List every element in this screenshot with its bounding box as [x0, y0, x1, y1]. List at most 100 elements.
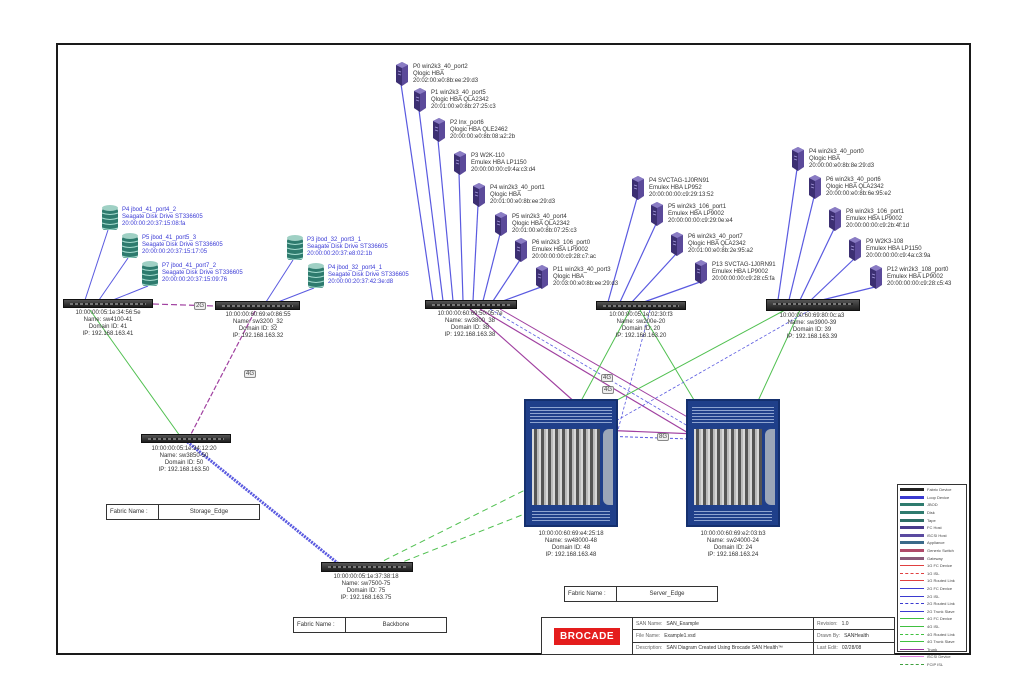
device-label-model: Emulex HBA LP9002 — [846, 216, 903, 222]
legend-swatch — [900, 641, 924, 643]
legend-item: iSCSI Host — [900, 532, 964, 540]
device-label-wwn: 20:00:00:00:c9:29:0e:e4 — [668, 218, 733, 224]
device-label-wwn: 20:00:00:e0:8b:8e:29:d3 — [809, 163, 875, 169]
legend-swatch — [900, 625, 924, 627]
legend-label: 2G Trunk Slave — [927, 608, 955, 614]
legend-item: Loop Device — [900, 494, 964, 502]
san-name-value: SAN_Example — [666, 620, 699, 627]
device-label-port: P6 win2k3_40_port7 — [688, 234, 743, 240]
server-host-icon[interactable] — [846, 237, 862, 261]
legend-swatch — [900, 656, 924, 658]
revision-value: 1.0 — [841, 620, 849, 627]
title-block: BROCADE SAN Name:SAN_Example File Name:E… — [541, 617, 895, 655]
legend-item: iSCSI Device — [900, 653, 964, 661]
device-label-port: P6 win2k3_40_port6 — [826, 177, 881, 183]
legend-label: iSCSI Device — [927, 654, 951, 660]
server-host-icon[interactable] — [629, 176, 645, 200]
server-host-icon[interactable] — [867, 265, 883, 289]
server-host-icon[interactable] — [492, 212, 508, 236]
director-blades — [532, 429, 600, 505]
device-label-wwn: 20:00:00:00:c9:2b:4f:1d — [846, 223, 910, 229]
legend-item: 4G Trunk Slave — [900, 638, 964, 646]
server-host-icon[interactable] — [668, 232, 684, 256]
server-host-icon[interactable] — [430, 118, 446, 142]
server-host-icon[interactable] — [470, 183, 486, 207]
server-host-icon[interactable] — [393, 62, 409, 86]
server-host-icon[interactable] — [451, 151, 467, 175]
switch-sw3900[interactable] — [766, 299, 860, 311]
server-host-icon[interactable] — [789, 147, 805, 171]
revision-key: Revision: — [817, 620, 838, 627]
device-label-model: Emulex HBA LP9002 — [668, 211, 725, 217]
legend-item: 2G Routed Link — [900, 600, 964, 608]
device-label-port: P4 win2k3_40_port1 — [490, 185, 545, 191]
legend-swatch — [900, 603, 924, 605]
legend-label: 4G ISL — [927, 623, 940, 629]
server-host-icon[interactable] — [648, 202, 664, 226]
legend-swatch — [900, 533, 924, 537]
director-sw48000[interactable] — [524, 399, 618, 527]
device-label-model: Qlogic HBA — [809, 156, 841, 162]
device-label-port: P5 win2k3_40_port4 — [512, 214, 567, 220]
director-blades — [694, 429, 762, 505]
link-speed-label: 8G — [657, 433, 670, 441]
server-host-icon[interactable] — [692, 260, 708, 284]
server-host-icon[interactable] — [826, 207, 842, 231]
disk-storage-icon[interactable] — [306, 262, 326, 290]
legend-label: Trunk — [927, 646, 938, 652]
server-host-icon[interactable] — [512, 238, 528, 262]
legend-swatch — [900, 503, 924, 507]
switch-sw200e[interactable] — [596, 301, 686, 310]
legend-label: 1G FC Device — [927, 563, 953, 569]
legend-item: JBOD — [900, 501, 964, 509]
switch-sw7500[interactable] — [321, 562, 413, 572]
legend-swatch — [900, 572, 924, 574]
server-host-icon[interactable] — [411, 88, 427, 112]
legend-swatch — [900, 556, 924, 560]
device-label-model: Qlogic HBA QLA2342 — [688, 241, 746, 247]
last-edit-key: Last Edit: — [817, 645, 838, 652]
director-sw24000[interactable] — [686, 399, 780, 527]
device-label-model: Emulex HBA LP9002 — [712, 269, 769, 275]
device-label-wwn: 20:03:00:e0:8b:ee:29:d3 — [553, 281, 619, 287]
link-speed-label: 4G — [601, 374, 614, 382]
switch-sw3200[interactable] — [215, 301, 300, 310]
device-label-wwn: 20:00:00:20:37:15:08:fa — [122, 221, 186, 227]
device-label-wwn: 20:00:00:00:c9:4a:c3:9a — [866, 253, 931, 259]
legend-swatch — [900, 595, 924, 597]
disk-storage-icon[interactable] — [285, 234, 305, 262]
switch-sw3850[interactable] — [141, 434, 231, 443]
device-label-wwn: 20:00:00:00:c9:29:13:52 — [649, 192, 714, 198]
legend-label: 4G Routed Link — [927, 631, 955, 637]
legend-item: Appliance — [900, 539, 964, 547]
device-label-model: Emulex HBA LP1150 — [866, 246, 922, 252]
device-label-port: P6 win2k3_106_port0 — [532, 240, 591, 246]
device-label-wwn: 20:00:00:20:37:e8:02:1b — [307, 251, 373, 257]
legend-label: Loop Device — [927, 494, 950, 500]
switch-sw4100[interactable] — [63, 299, 153, 308]
fabric-name-value: Backbone — [382, 622, 410, 628]
device-label-model: Emulex HBA LP1150 — [471, 160, 527, 166]
switch-sw3800[interactable] — [425, 300, 517, 309]
fabric-name-value: Storage_Edge — [189, 509, 229, 515]
server-host-icon[interactable] — [533, 265, 549, 289]
disk-storage-icon[interactable] — [140, 260, 160, 288]
disk-storage-icon[interactable] — [100, 204, 120, 232]
description-row: Description:SAN Diagram Created Using Br… — [633, 643, 813, 654]
disk-storage-icon[interactable] — [120, 232, 140, 260]
server-host-icon[interactable] — [806, 175, 822, 199]
